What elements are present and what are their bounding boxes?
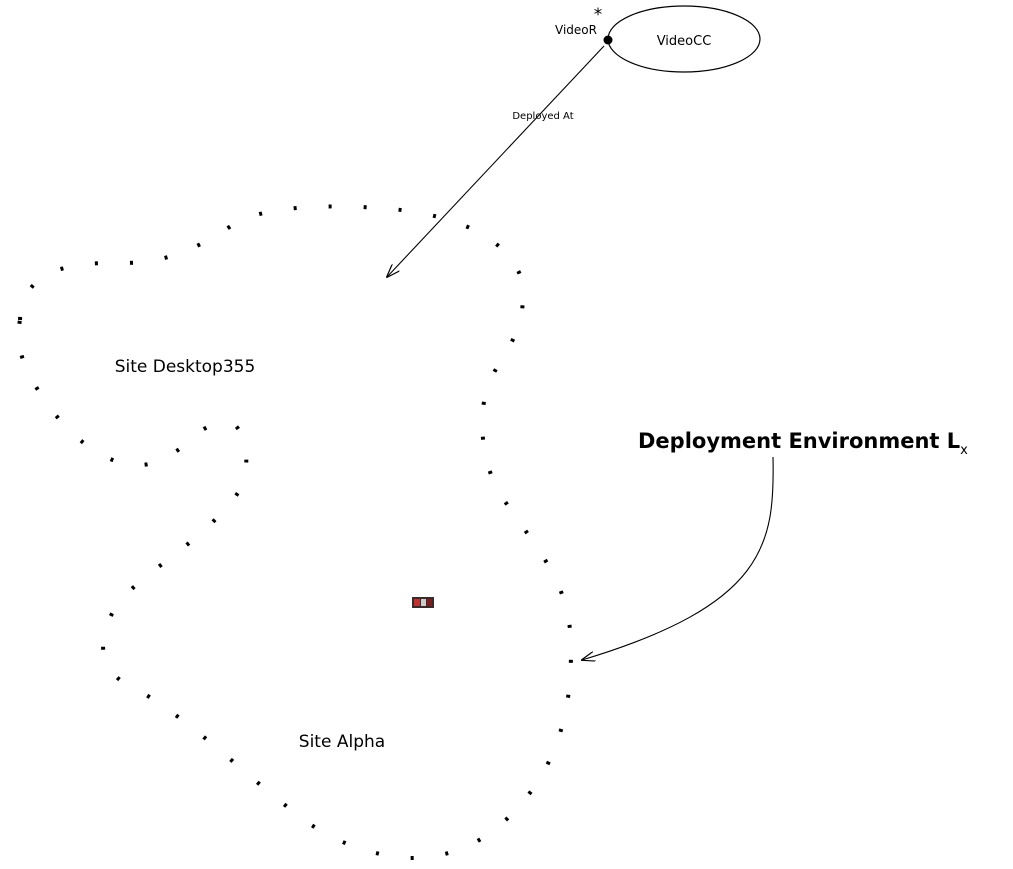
deployed-at-label: Deployed At (512, 111, 573, 122)
port-multiplicity: * (594, 5, 603, 25)
deployment-environment-label: Deployment Environment L (638, 429, 960, 453)
environment-pointer-arrow[interactable] (582, 456, 774, 660)
videocc-label: VideoCC (657, 34, 712, 49)
site-alpha-label: Site Alpha (299, 732, 385, 752)
deployed-at-connector[interactable] (387, 45, 605, 277)
deployment-environment-boundary (16, 204, 573, 861)
deployment-environment-title: Deployment Environment Lx (638, 429, 968, 458)
thumbnail-icon (412, 597, 434, 608)
deployment-environment-subscript: x (960, 443, 968, 458)
videor-port-label: VideoR (555, 23, 597, 37)
site-desktop355-label: Site Desktop355 (115, 357, 256, 377)
videor-port[interactable] (603, 35, 613, 45)
